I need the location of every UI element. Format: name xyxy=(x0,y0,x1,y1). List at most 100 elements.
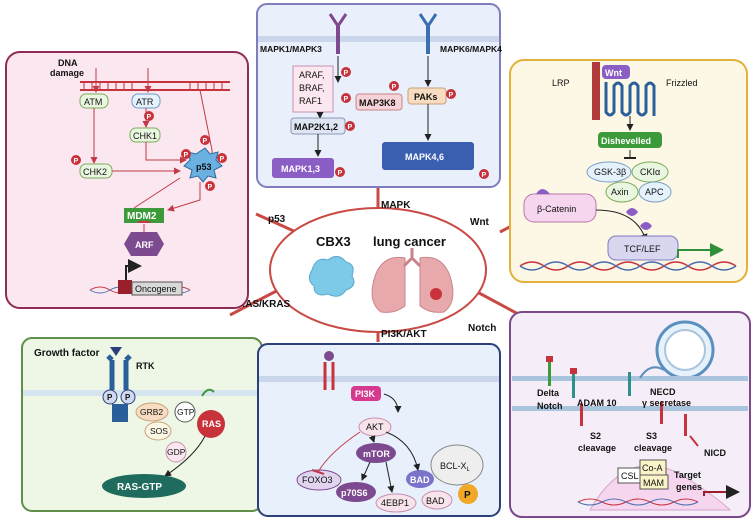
mam-label: MAM xyxy=(643,478,664,488)
coa-label: Co-A xyxy=(642,463,663,473)
arf-label: ARF xyxy=(135,240,154,250)
wnt-panel: LRP Wnt Frizzled Dishevelled GSK-3β CKIα… xyxy=(509,59,748,283)
adam10-label: ADAM 10 xyxy=(577,398,617,408)
dna-icon xyxy=(80,81,230,91)
map3k8-label: MAP3K8 xyxy=(359,98,396,108)
label-notch: Notch xyxy=(468,323,496,334)
mapk13-label: MAPK1,3 xyxy=(281,164,320,174)
frizzled-receptor-icon xyxy=(604,81,656,117)
label-ras: RAS/KRAS xyxy=(238,299,291,310)
p-marker: P xyxy=(338,170,343,177)
p-marker: P xyxy=(220,156,225,163)
p-marker: P xyxy=(449,92,454,99)
p-marker: P xyxy=(348,124,353,131)
lungs-icon xyxy=(371,248,454,313)
frizzled-label: Frizzled xyxy=(666,78,698,88)
cki-label: CKIα xyxy=(640,167,660,177)
dna-damage-label-1: DNA xyxy=(58,58,78,68)
ras-label: RAS xyxy=(202,419,221,429)
dna-damage-label-2: damage xyxy=(50,68,84,78)
delta-label: Delta xyxy=(537,388,560,398)
akt-label: AKT xyxy=(366,422,384,432)
apc-label: APC xyxy=(645,187,664,197)
gamma-secretase-label: γ secretase xyxy=(642,398,691,408)
axin-label: Axin xyxy=(611,187,629,197)
p-marker: P xyxy=(203,138,208,145)
cbx3-label: CBX3 xyxy=(316,234,351,249)
p-marker: P xyxy=(392,84,397,91)
raf-label-2: BRAF, xyxy=(299,83,325,93)
phospho-markers-p53: P P P P P P xyxy=(71,111,227,191)
arf-node xyxy=(124,232,164,256)
atm-label: ATM xyxy=(84,97,102,107)
tcf-lef-label: TCF/LEF xyxy=(624,244,661,254)
p53-panel: DNA damage ATM ATR CHK1 CHK2 p53 MDM2 AR… xyxy=(5,51,249,309)
foxo3-label: FOXO3 xyxy=(302,475,333,485)
ras-gtp-label: RAS-GTP xyxy=(117,482,162,493)
ras-panel: Growth factor RTK P P GRB2 SOS GTP GDP R… xyxy=(21,337,263,512)
rtk-receptor-icon xyxy=(106,354,132,390)
map2k-label: MAP2K1,2 xyxy=(294,122,338,132)
bad2-label: BAD xyxy=(426,496,445,506)
target-genes-label-1: Target xyxy=(674,470,701,480)
s2-label-1: S2 xyxy=(590,431,601,441)
dishevelled-label: Dishevelled xyxy=(601,136,651,146)
p-right: P xyxy=(125,393,131,402)
lung-cancer-label: lung cancer xyxy=(373,234,446,249)
wnt-ligand-label: Wnt xyxy=(605,68,622,78)
raf-label-3: RAF1 xyxy=(299,96,322,106)
center-hub: CBX3 lung cancer xyxy=(269,207,487,333)
mapk-panel: MAPK1/MAPK3 MAPK6/MAPK4 ARAF, BRAF, RAF1… xyxy=(256,3,502,188)
pi3k-label: PI3K xyxy=(355,389,376,399)
chk2-label: CHK2 xyxy=(83,167,107,177)
p-marker: P xyxy=(482,172,487,179)
label-p53: p53 xyxy=(268,214,286,225)
nicd-label: NICD xyxy=(704,448,726,458)
p-badge: P xyxy=(464,490,471,501)
s2-label-2: cleavage xyxy=(578,443,616,453)
notch-label: Notch xyxy=(537,401,563,411)
label-pi3k: PI3K/AKT xyxy=(381,329,427,340)
gdp-label: GDP xyxy=(167,447,186,457)
gsk-label: GSK-3β xyxy=(594,167,626,177)
p70s6-label: p70S6 xyxy=(341,488,368,498)
p53-label: p53 xyxy=(196,162,212,172)
oncogene-label: Oncogene xyxy=(135,284,177,294)
sos-label: SOS xyxy=(150,426,168,436)
chk1-label: CHK1 xyxy=(133,131,157,141)
raf-label-1: ARAF, xyxy=(299,70,325,80)
cbx3-protein-icon xyxy=(308,256,355,297)
mapk46-label: MAPK4,6 xyxy=(405,152,444,162)
p-marker: P xyxy=(74,158,79,165)
gtp-label: GTP xyxy=(177,407,195,417)
receptor-icon-left xyxy=(328,13,348,54)
growth-factor-label: Growth factor xyxy=(34,348,100,359)
grb2-label: GRB2 xyxy=(140,407,163,417)
bclxl-subscript: L xyxy=(467,467,471,473)
atr-label: ATR xyxy=(136,97,154,107)
paks-label: PAKs xyxy=(414,92,437,102)
wnt-dna-icon xyxy=(519,261,737,271)
bclxl-text: BCL-X xyxy=(440,461,467,471)
notch-panel: Delta Notch ADAM 10 NECD γ secretase S2 … xyxy=(509,311,751,518)
receptor-icon-right xyxy=(418,13,438,54)
bcatenin-label: β-Catenin xyxy=(537,204,576,214)
bclxl-label: BCL-XL xyxy=(440,461,471,473)
bad-label: BAD xyxy=(410,475,430,485)
4ebp1-label: 4EBP1 xyxy=(381,498,409,508)
label-mapk: MAPK xyxy=(381,200,411,211)
p-marker: P xyxy=(147,114,152,121)
p-marker: P xyxy=(344,96,349,103)
notch-receptors-icon xyxy=(546,356,687,436)
phospho-markers-mapk: P P P P P P P xyxy=(335,67,489,179)
notch-dna-icon xyxy=(577,498,699,506)
target-genes-label-2: genes xyxy=(676,482,702,492)
necd-label: NECD xyxy=(650,387,676,397)
s3-label-1: S3 xyxy=(646,431,657,441)
growth-factor-icon xyxy=(110,347,122,356)
pi3k-receptor-icon xyxy=(323,362,335,390)
mapk6-mapk4-label: MAPK6/MAPK4 xyxy=(440,44,502,54)
mdm2-label: MDM2 xyxy=(127,211,157,222)
rtk-label: RTK xyxy=(136,361,155,371)
